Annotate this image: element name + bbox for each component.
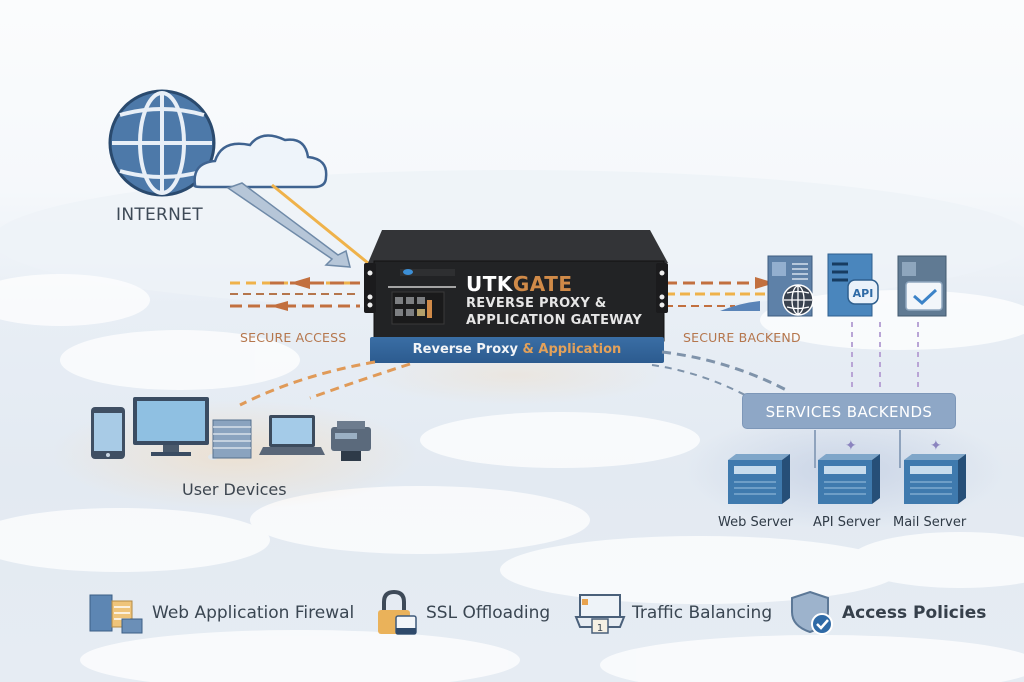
appliance-device bbox=[364, 230, 668, 345]
padlock-icon bbox=[378, 590, 417, 635]
user-devices-label: User Devices bbox=[182, 480, 287, 499]
feature-access-policies: Access Policies bbox=[790, 590, 986, 636]
server-rack-icon bbox=[212, 419, 252, 459]
arrow-left-icon bbox=[270, 301, 288, 311]
secure-access-arrows bbox=[230, 277, 360, 311]
arrow-left-icon bbox=[290, 277, 310, 289]
mail-server-label: Mail Server bbox=[893, 515, 967, 530]
appliance-banner: Reverse Proxy & Application bbox=[370, 337, 664, 363]
sparkle-icon: ✦ bbox=[930, 438, 942, 454]
firewall-servers-icon bbox=[89, 594, 143, 634]
secure-access-label: SECURE ACCESS bbox=[240, 330, 347, 345]
services-servers: ✦ ✦ bbox=[728, 430, 966, 504]
svg-text:1: 1 bbox=[597, 623, 603, 634]
services-connector-line bbox=[661, 350, 791, 394]
feature-traffic-balancing: 1 Traffic Balancing bbox=[574, 590, 772, 636]
brand-primary: UTK bbox=[466, 272, 513, 296]
banner-accent: & Application bbox=[522, 342, 622, 357]
api-server-icon: API bbox=[827, 253, 879, 317]
secure-backend-arrows bbox=[665, 277, 775, 311]
services-backends-box: SERVICES BACKENDS bbox=[742, 393, 956, 429]
appliance-subtitle-line1: REVERSE PROXY & bbox=[466, 296, 607, 311]
api-server-label: API Server bbox=[813, 515, 881, 530]
sparkle-icon: ✦ bbox=[845, 438, 857, 454]
internet-flow-line bbox=[271, 183, 369, 265]
brand-accent: GATE bbox=[512, 272, 573, 296]
verified-server-icon bbox=[897, 255, 947, 317]
api-badge-text: API bbox=[853, 287, 874, 300]
arrow-right-icon bbox=[755, 277, 775, 289]
feature-label: Traffic Balancing bbox=[632, 603, 773, 623]
desktop-monitor-icon bbox=[133, 397, 218, 460]
banner-primary: Reverse Proxy bbox=[412, 342, 518, 357]
feature-label: Access Policies bbox=[842, 603, 987, 623]
appliance-brand: UTKGATE bbox=[466, 272, 573, 296]
appliance-subtitle-line2: APPLICATION GATEWAY bbox=[466, 313, 643, 328]
devices-connector-line bbox=[309, 362, 411, 400]
internet-label: INTERNET bbox=[116, 205, 203, 225]
shield-check-icon bbox=[791, 590, 833, 635]
api-server-cube-icon bbox=[818, 454, 880, 504]
devices-connector-line bbox=[239, 360, 376, 407]
tablet-icon bbox=[91, 407, 125, 459]
feature-label: Web Application Firewal bbox=[152, 603, 355, 623]
web-server-icon bbox=[767, 255, 814, 317]
internet-group bbox=[108, 89, 369, 268]
user-devices-icons bbox=[91, 397, 371, 461]
cloud-icon bbox=[193, 134, 328, 189]
laptop-icon bbox=[259, 415, 325, 455]
web-server-label: Web Server bbox=[718, 515, 794, 530]
mail-server-cube-icon bbox=[904, 454, 966, 504]
internet-arrow-icon bbox=[226, 182, 351, 268]
balancer-icon: 1 bbox=[574, 594, 626, 634]
feature-label: SSL Offloading bbox=[426, 603, 551, 623]
web-server-cube-icon bbox=[728, 454, 790, 504]
backend-icons: API bbox=[767, 253, 947, 317]
feature-web-application-firewall: Web Application Firewal bbox=[86, 590, 354, 636]
secure-backend-label: SECURE BACKEND bbox=[683, 330, 801, 345]
feature-ssl-offloading: SSL Offloading bbox=[374, 590, 550, 636]
printer-icon bbox=[331, 421, 371, 461]
services-connector-line bbox=[651, 364, 746, 396]
globe-icon bbox=[108, 89, 216, 197]
